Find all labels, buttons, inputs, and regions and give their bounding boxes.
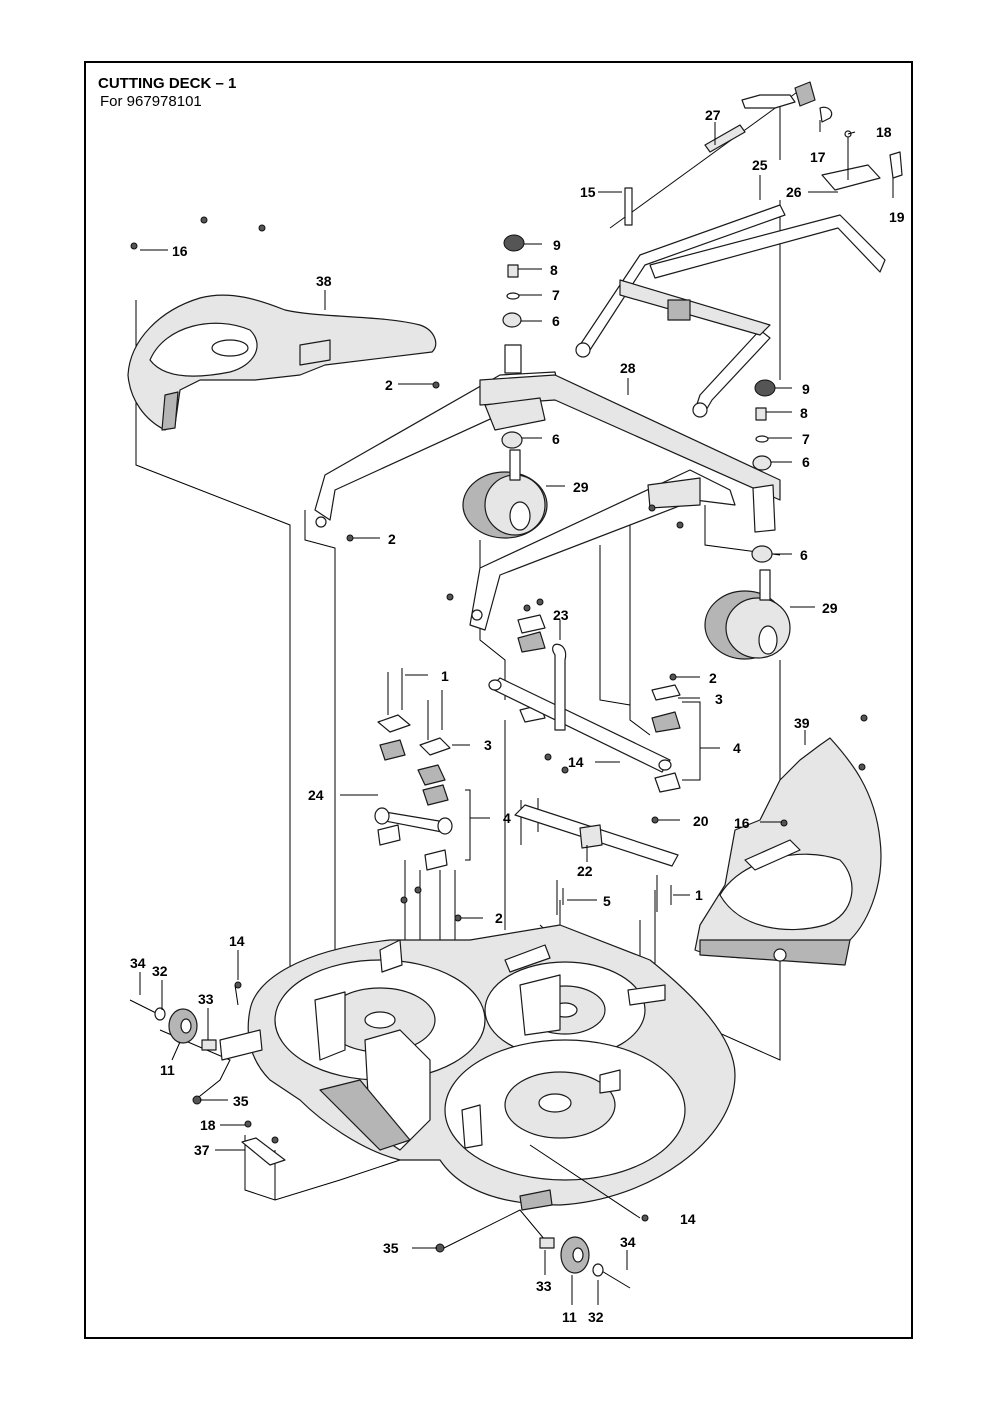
callout-19: 19 — [889, 209, 905, 225]
callout-6: 6 — [802, 454, 810, 470]
callout-18: 18 — [200, 1117, 216, 1133]
callout-16: 16 — [734, 815, 750, 831]
callout-11: 11 — [562, 1309, 577, 1325]
callout-32: 32 — [152, 963, 168, 979]
callout-32: 32 — [588, 1309, 604, 1325]
callout-18: 18 — [876, 124, 892, 140]
mulch-cover-right — [694, 737, 882, 966]
callout-6: 6 — [552, 313, 560, 329]
callout-1: 1 — [441, 668, 449, 684]
hanger-brackets — [377, 614, 681, 871]
callout-26: 26 — [786, 184, 802, 200]
callout-2: 2 — [385, 377, 393, 393]
caster-wheel-rear — [704, 569, 791, 660]
callout-34: 34 — [620, 1234, 636, 1250]
callout-14: 14 — [229, 933, 245, 949]
callout-2: 2 — [388, 531, 396, 547]
pivot-bar-24 — [374, 807, 453, 835]
callout-9: 9 — [802, 381, 810, 397]
pivot-bar-23 — [488, 643, 672, 773]
callout-1: 1 — [695, 887, 703, 903]
callout-29: 29 — [573, 479, 589, 495]
page-subtitle: For 967978101 — [100, 93, 202, 110]
cutting-deck-shell — [219, 924, 736, 1211]
callout-2: 2 — [709, 670, 717, 686]
callout-9: 9 — [553, 237, 561, 253]
callout-14: 14 — [568, 754, 584, 770]
callout-33: 33 — [198, 991, 214, 1007]
callout-3: 3 — [715, 691, 723, 707]
callout-34: 34 — [130, 955, 146, 971]
callout-leaders — [139, 120, 894, 1305]
callout-24: 24 — [308, 787, 324, 803]
callout-33: 33 — [536, 1278, 552, 1294]
anti-scalp-wheel-right — [539, 1236, 604, 1277]
callout-39: 39 — [794, 715, 810, 731]
hardware-fasteners — [129, 216, 868, 1289]
callout-28: 28 — [620, 360, 636, 376]
callout-37: 37 — [194, 1142, 210, 1158]
page-title: CUTTING DECK – 1 — [98, 75, 237, 92]
callout-27: 27 — [705, 107, 721, 123]
callout-16: 16 — [172, 243, 188, 259]
callout-3: 3 — [484, 737, 492, 753]
bushing-stack-left — [501, 234, 525, 449]
mulch-cover-left — [127, 294, 437, 431]
anti-scalp-wheel-left — [154, 1007, 217, 1051]
callout-7: 7 — [552, 287, 560, 303]
bushing-stack-right — [751, 379, 776, 563]
callout-20: 20 — [693, 813, 709, 829]
callout-35: 35 — [233, 1093, 249, 1109]
caster-wheel-front — [462, 449, 548, 539]
callout-29: 29 — [822, 600, 838, 616]
lift-handle-assembly — [575, 81, 903, 418]
callout-4: 4 — [503, 810, 511, 826]
callout-25: 25 — [752, 157, 768, 173]
callout-6: 6 — [800, 547, 808, 563]
callout-38: 38 — [316, 273, 332, 289]
callout-labels: 27 17 18 15 25 26 19 16 9 8 7 6 38 2 28 … — [130, 107, 905, 1325]
callout-23: 23 — [553, 607, 569, 623]
callout-22: 22 — [577, 863, 593, 879]
callout-8: 8 — [550, 262, 558, 278]
callout-8: 8 — [800, 405, 808, 421]
callout-35: 35 — [383, 1240, 399, 1256]
callout-2: 2 — [495, 910, 503, 926]
front-axle-assembly — [314, 344, 781, 631]
callout-15: 15 — [580, 184, 596, 200]
callout-11: 11 — [160, 1062, 175, 1078]
callout-7: 7 — [802, 431, 810, 447]
callout-6: 6 — [552, 431, 560, 447]
rear-bracket-22 — [514, 804, 679, 867]
callout-14: 14 — [680, 1211, 696, 1227]
callout-17: 17 — [810, 149, 826, 165]
plate-37 — [241, 1137, 286, 1166]
callout-5: 5 — [603, 893, 611, 909]
callout-4: 4 — [733, 740, 741, 756]
diagram-frame — [84, 61, 913, 1339]
